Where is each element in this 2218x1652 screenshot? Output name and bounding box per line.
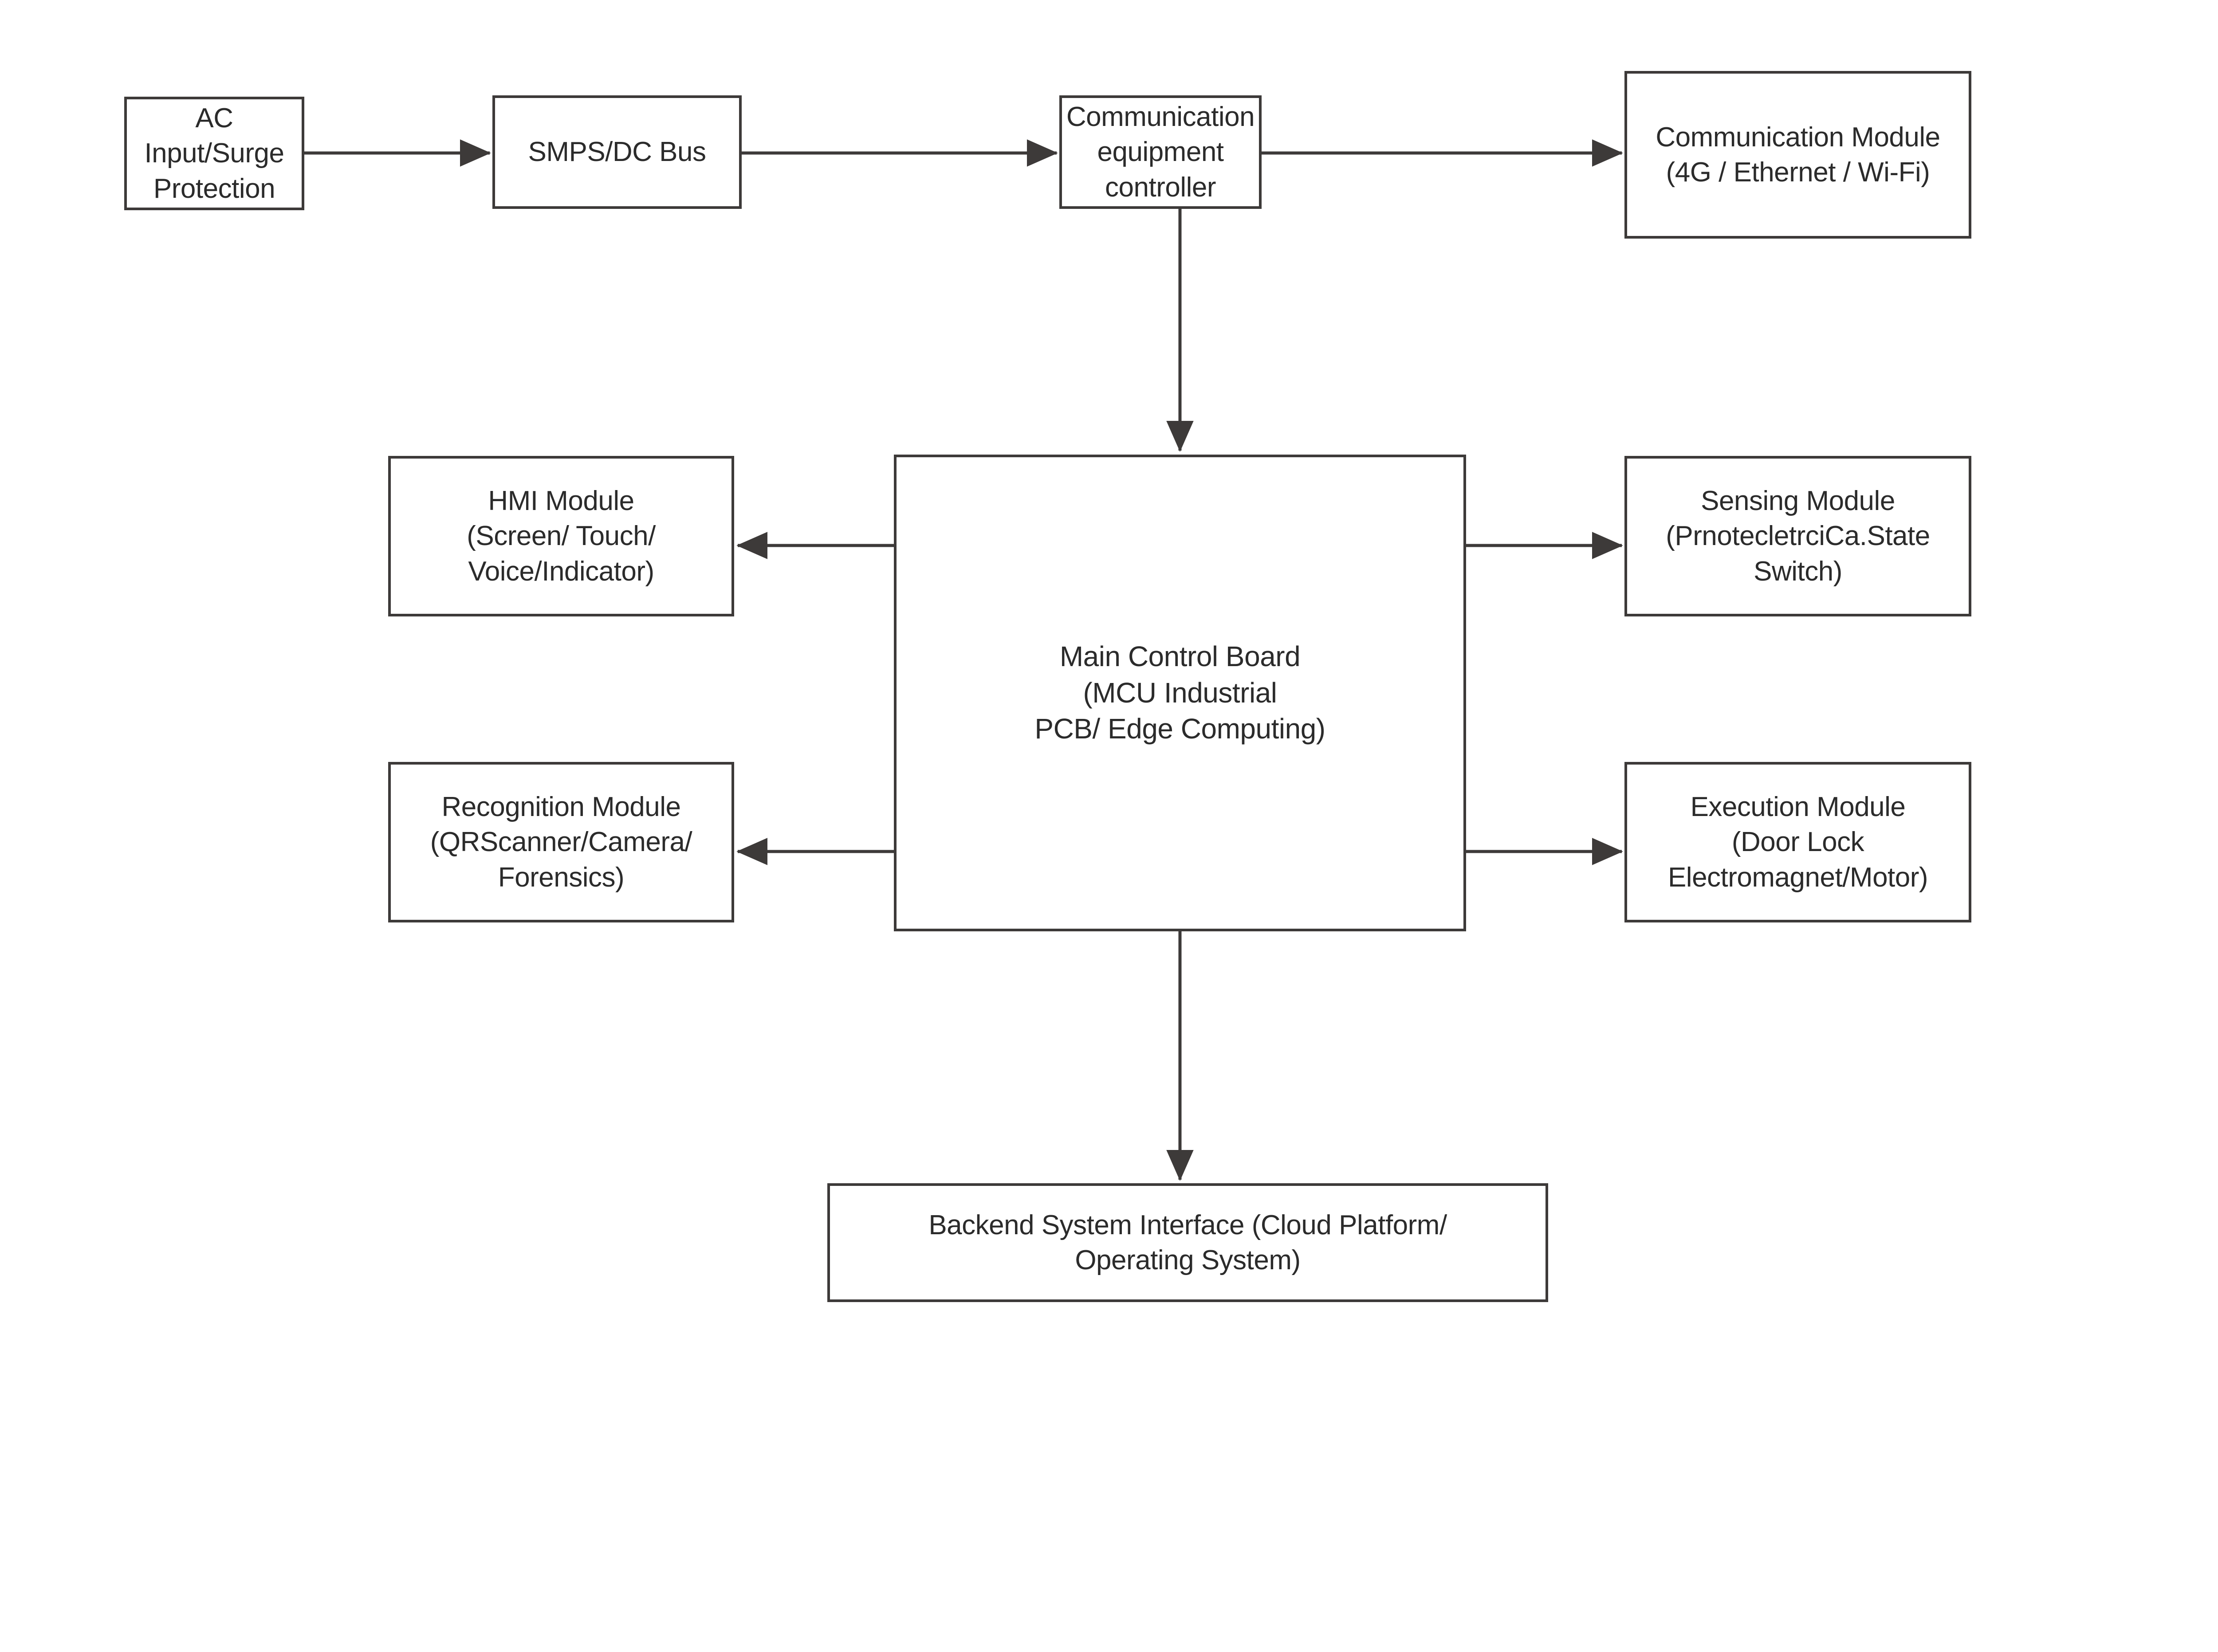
node-smps-label: SMPS/DC Bus [528, 137, 706, 168]
node-comm-module[interactable]: Communication Module (4G / Ethernet / Wi… [1624, 71, 1971, 239]
node-recognition-module[interactable]: Recognition Module (QRScanner/Camera/ Fo… [388, 762, 734, 922]
node-ac-input-label: AC Input/Surge Protection [144, 102, 284, 204]
node-backend-interface-label: Backend System Interface (Cloud Platform… [928, 1209, 1447, 1275]
node-comm-controller[interactable]: Communication equipment controller [1059, 95, 1262, 209]
node-ac-input[interactable]: AC Input/Surge Protection [124, 97, 304, 210]
node-hmi-module[interactable]: HMI Module (Screen/ Touch/ Voice/Indicat… [388, 456, 734, 616]
node-sensing-module-label: Sensing Module (PrnotecletrciCa.State Sw… [1666, 485, 1930, 587]
node-execution-module[interactable]: Execution Module (Door Lock Electromagne… [1624, 762, 1971, 922]
node-backend-interface[interactable]: Backend System Interface (Cloud Platform… [827, 1183, 1548, 1302]
node-comm-controller-label: Communication equipment controller [1066, 101, 1255, 203]
node-sensing-module[interactable]: Sensing Module (PrnotecletrciCa.State Sw… [1624, 456, 1971, 616]
node-hmi-module-label: HMI Module (Screen/ Touch/ Voice/Indicat… [467, 485, 656, 587]
node-recognition-module-label: Recognition Module (QRScanner/Camera/ Fo… [430, 791, 692, 893]
node-main-control-board[interactable]: Main Control Board (MCU Industrial PCB/ … [894, 455, 1466, 931]
node-execution-module-label: Execution Module (Door Lock Electromagne… [1667, 791, 1928, 893]
node-comm-module-label: Communication Module (4G / Ethernet / Wi… [1656, 122, 1940, 188]
node-main-control-board-label: Main Control Board (MCU Industrial PCB/ … [1034, 640, 1325, 745]
node-smps[interactable]: SMPS/DC Bus [492, 95, 742, 209]
